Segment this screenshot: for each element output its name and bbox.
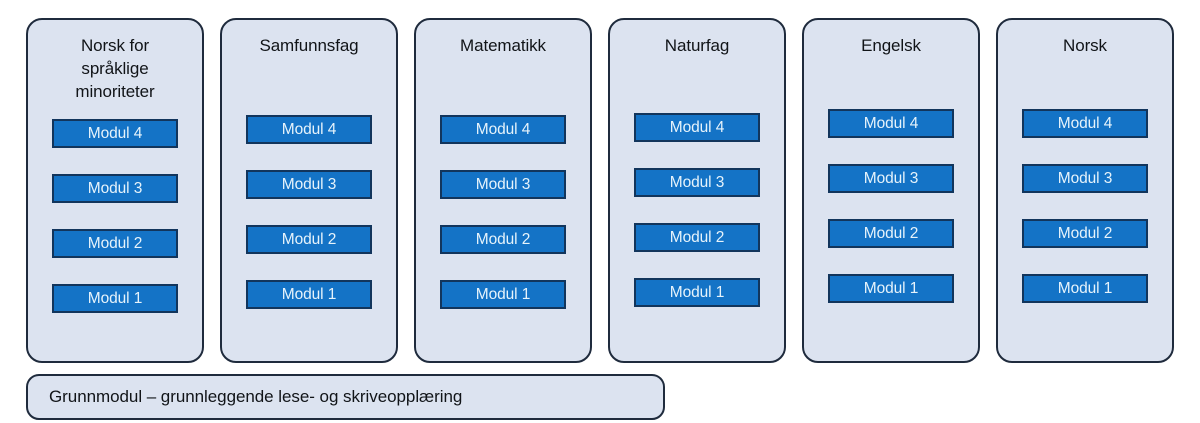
- subject-card-title: Matematikk: [460, 36, 546, 55]
- subject-card-engelsk[interactable]: Engelsk Modul 4 Modul 3 Modul 2 Modul 1: [802, 18, 980, 363]
- module-button-3[interactable]: Modul 3: [245, 170, 373, 199]
- module-button-4[interactable]: Modul 4: [439, 115, 567, 144]
- module-button-4[interactable]: Modul 4: [633, 113, 761, 142]
- subject-card-title: Samfunnsfag: [259, 36, 359, 55]
- module-button-2[interactable]: Modul 2: [245, 225, 373, 254]
- module-list: Modul 4 Modul 3 Modul 2 Modul 1: [1008, 109, 1162, 345]
- subject-card-matematikk[interactable]: Matematikk Modul 4 Modul 3 Modul 2 Modul…: [414, 18, 592, 363]
- module-button-4[interactable]: Modul 4: [51, 119, 179, 148]
- module-list: Modul 4 Modul 3 Modul 2 Modul 1: [814, 109, 968, 345]
- module-button-1[interactable]: Modul 1: [1021, 274, 1149, 303]
- subject-card-samfunnsfag[interactable]: Samfunnsfag Modul 4 Modul 3 Modul 2 Modu…: [220, 18, 398, 363]
- module-list: Modul 4 Modul 3 Modul 2 Modul 1: [38, 119, 192, 345]
- subject-card-title: Naturfag: [664, 36, 730, 55]
- module-button-2[interactable]: Modul 2: [439, 225, 567, 254]
- module-list: Modul 4 Modul 3 Modul 2 Modul 1: [620, 113, 774, 345]
- module-button-2[interactable]: Modul 2: [827, 219, 955, 248]
- module-list: Modul 4 Modul 3 Modul 2 Modul 1: [426, 115, 580, 345]
- module-list: Modul 4 Modul 3 Modul 2 Modul 1: [232, 115, 386, 345]
- subject-cards-row: Norsk for språklige minoriteter Modul 4 …: [26, 18, 1174, 363]
- subject-card-norsk-for-spraklige-minoriteter[interactable]: Norsk for språklige minoriteter Modul 4 …: [26, 18, 204, 363]
- subject-card-naturfag[interactable]: Naturfag Modul 4 Modul 3 Modul 2 Modul 1: [608, 18, 786, 363]
- subject-card-title: Engelsk: [861, 36, 921, 55]
- module-button-4[interactable]: Modul 4: [827, 109, 955, 138]
- subject-card-title: Norsk: [1063, 36, 1107, 55]
- module-button-2[interactable]: Modul 2: [633, 223, 761, 252]
- module-button-3[interactable]: Modul 3: [633, 168, 761, 197]
- module-button-1[interactable]: Modul 1: [439, 280, 567, 309]
- subject-card-title: Norsk for språklige minoriteter: [75, 36, 155, 101]
- module-button-3[interactable]: Modul 3: [827, 164, 955, 193]
- module-button-4[interactable]: Modul 4: [1021, 109, 1149, 138]
- base-module-label: Grunnmodul – grunnleggende lese- og skri…: [49, 387, 463, 406]
- module-button-3[interactable]: Modul 3: [51, 174, 179, 203]
- module-button-1[interactable]: Modul 1: [827, 274, 955, 303]
- module-button-4[interactable]: Modul 4: [245, 115, 373, 144]
- base-module-bar[interactable]: Grunnmodul – grunnleggende lese- og skri…: [26, 374, 665, 420]
- module-button-1[interactable]: Modul 1: [633, 278, 761, 307]
- module-button-2[interactable]: Modul 2: [51, 229, 179, 258]
- module-button-3[interactable]: Modul 3: [439, 170, 567, 199]
- module-button-1[interactable]: Modul 1: [245, 280, 373, 309]
- module-button-1[interactable]: Modul 1: [51, 284, 179, 313]
- module-button-3[interactable]: Modul 3: [1021, 164, 1149, 193]
- subject-card-norsk[interactable]: Norsk Modul 4 Modul 3 Modul 2 Modul 1: [996, 18, 1174, 363]
- module-button-2[interactable]: Modul 2: [1021, 219, 1149, 248]
